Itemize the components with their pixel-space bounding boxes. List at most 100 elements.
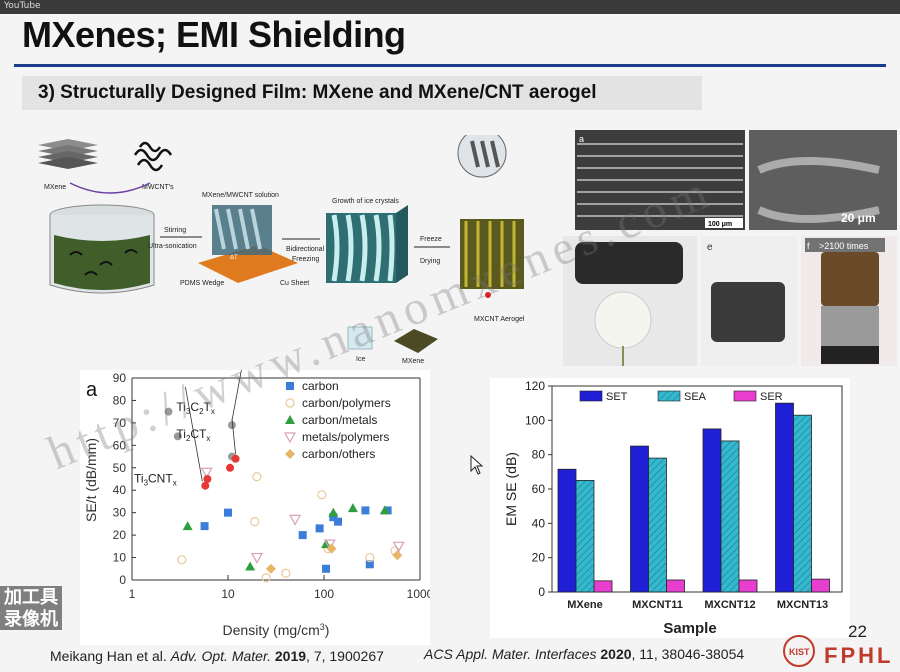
data-point [245,561,256,571]
legend-marker [285,415,295,424]
bar-ser [738,579,758,593]
legend-label: carbon [302,379,339,393]
recorder-overlay-line2: 录像机 [4,609,58,629]
x-category-label: MXene [567,599,602,611]
x-category-label: MXCNT11 [632,599,683,611]
y-tick-label: 10 [113,551,127,565]
data-point [231,454,240,463]
panel-e-label: e [707,242,713,253]
data-point [365,560,374,569]
microscopy-photos: a 100 μm 20 μm e f >2100 times [563,130,897,366]
ice-growth-label: Growth of ice crystals [332,198,399,205]
recorder-overlay: 加工具 录像机 [0,586,62,630]
annotation-pointer [185,386,203,482]
freeze-label: Freeze [420,236,442,243]
y-tick-label: 70 [113,416,127,430]
panel-a-label: a [579,134,584,144]
solution-block-icon [198,205,298,283]
data-point [289,514,302,526]
data-point [322,564,331,573]
ice-image [347,326,373,350]
legend-label: carbon/metals [302,413,377,427]
data-point [392,550,403,561]
y-tick-label: 80 [113,393,127,407]
data-point [265,563,276,574]
beaker-icon [49,204,155,294]
y-tick-label: 60 [113,438,127,452]
data-point [365,552,375,563]
footer-rest-left: , 7, 1900267 [306,648,384,664]
bar-set [702,428,722,593]
bar-sea [648,457,667,593]
mouse-cursor-icon [470,455,484,475]
y-tick-label: 50 [113,461,127,475]
page-number: 22 [848,622,867,641]
data-point [164,407,173,416]
data-point [250,517,260,527]
delta-t-label: ΔT [230,255,238,261]
subtitle-box [22,76,702,110]
footer-rest-right: , 11, 38046-38054 [631,646,745,662]
y-tick-label: 30 [113,506,127,520]
bar-set [557,468,577,593]
fphl-logo: FPHL [824,643,894,668]
legend-marker [286,382,294,390]
shielding-scatter-chart: 01020304050607080901101001000Density (mg… [80,370,430,645]
y-tick-label: 0 [119,573,126,587]
footer-journal-right: ACS Appl. Mater. Interfaces [424,646,597,662]
slide-subtitle: 3) Structurally Designed Film: MXene and… [38,82,597,103]
data-point [203,475,212,483]
y-tick-label: 100 [525,413,545,427]
mxene-stack-icon [38,139,98,169]
chart-left-background [80,370,430,645]
data-point [250,552,263,564]
data-point [226,463,235,472]
x-category-label: MXCNT12 [704,599,755,611]
data-point [200,467,213,479]
freezing-label: Freezing [292,256,319,263]
data-point [329,513,338,522]
data-point [227,421,236,430]
y-tick-label: 0 [538,585,545,599]
data-point [392,541,405,553]
scale-bar-100: 100 μm [708,221,732,228]
y-axis-label: SE/t (dB/mm) [83,438,99,522]
legend-swatch [657,390,681,402]
x-axis-label: Sample [663,620,716,637]
data-point [315,524,324,533]
legend-label: SET [606,391,628,403]
data-point [361,506,370,515]
bar-set [630,445,649,593]
scale-bar-20: 20 μm [841,211,876,225]
data-point [173,432,182,441]
y-tick-label: 20 [113,528,127,542]
mwcnt-label: MWCNT's [142,184,174,191]
y-tick-label: 40 [532,516,546,530]
mwcnt-icon [133,141,173,172]
ice-crystal-block-icon [326,205,408,283]
y-axis-label: EM SE (dB) [503,452,519,526]
mxene-label: MXene [44,184,66,191]
panel-label: a [86,379,98,401]
bar-ser [666,579,685,593]
ice-label: Ice [356,356,365,363]
youtube-tab-label[interactable]: YouTube [4,1,41,11]
data-point [281,568,291,578]
footer-year-left: 2019 [271,648,307,664]
legend-label: SER [760,391,783,403]
bar-ser [593,580,613,593]
aerogel-label: MXCNT Aerogel [474,316,525,323]
legend-marker [283,432,297,444]
data-point [379,505,390,515]
footer-author: Meikang Han et al. [50,648,171,664]
legend-marker [285,449,295,459]
aerogel-block-icon [457,135,524,298]
video-topbar: YouTube [0,0,900,14]
data-point [200,522,209,531]
data-point [298,531,307,540]
x-category-label: MXCNT13 [777,599,828,611]
y-tick-label: 120 [525,379,545,393]
bar-sea [793,414,812,593]
annotation-pointer [231,418,236,455]
